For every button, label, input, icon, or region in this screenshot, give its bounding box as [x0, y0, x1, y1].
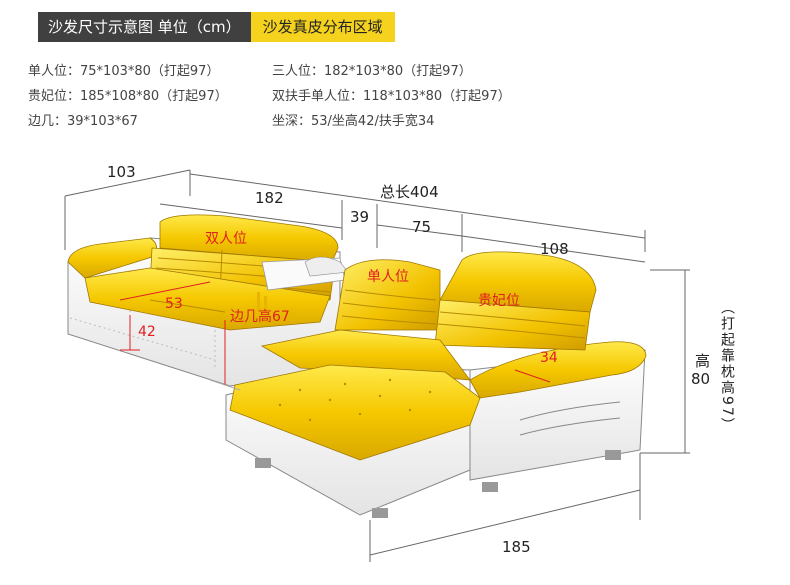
dim-height-value: 80 — [691, 370, 711, 388]
dimension-lines — [64, 169, 690, 562]
dim-height-label: 高 — [695, 352, 711, 370]
dim-bottom-185: 185 — [502, 538, 531, 556]
label-chaise-seat: 贵妃位 — [478, 293, 520, 309]
dim-depth-103: 103 — [107, 163, 136, 181]
spec-side-table: 边几：39*103*67 — [28, 114, 138, 129]
dim-length-182: 182 — [255, 189, 284, 207]
header-tabs: 沙发尺寸示意图 单位（cm） 沙发真皮分布区域 — [38, 12, 395, 42]
label-seat-depth-53: 53 — [165, 296, 183, 312]
label-arm-width-34: 34 — [540, 350, 558, 366]
spec-seat-depth: 坐深：53/坐高42/扶手宽34 — [272, 114, 435, 129]
chaise-back — [434, 299, 591, 351]
dim-width-75: 75 — [412, 218, 432, 236]
headrest-height-note: （打起靠枕高97） — [719, 300, 735, 434]
label-double-seat: 双人位 — [205, 231, 247, 247]
label-side-table-height: 边几高67 — [230, 309, 290, 325]
dim-width-108: 108 — [540, 240, 569, 258]
three-seat-headrest — [159, 214, 339, 263]
chaise-headrest — [439, 251, 597, 313]
single-seat-cushion — [260, 329, 471, 381]
spec-double-arm-single: 双扶手单人位：118*103*80（打起97） — [272, 89, 511, 104]
label-single-seat: 单人位 — [367, 269, 409, 285]
tab-dimensions: 沙发尺寸示意图 单位（cm） — [38, 12, 251, 42]
chaise-cushion — [229, 364, 481, 461]
dim-width-39: 39 — [350, 208, 370, 226]
dim-total-length: 总长404 — [380, 183, 439, 201]
spec-single-seat: 单人位：75*103*80（打起97） — [28, 64, 220, 79]
label-seat-height-42: 42 — [138, 324, 156, 340]
three-seat-cushion — [84, 267, 331, 331]
chaise-arm — [469, 341, 647, 399]
tab-leather-region: 沙发真皮分布区域 — [250, 12, 395, 42]
spec-three-seat: 三人位：182*103*80（打起97） — [272, 64, 472, 79]
spec-chaise: 贵妃位：185*108*80（打起97） — [28, 89, 228, 104]
